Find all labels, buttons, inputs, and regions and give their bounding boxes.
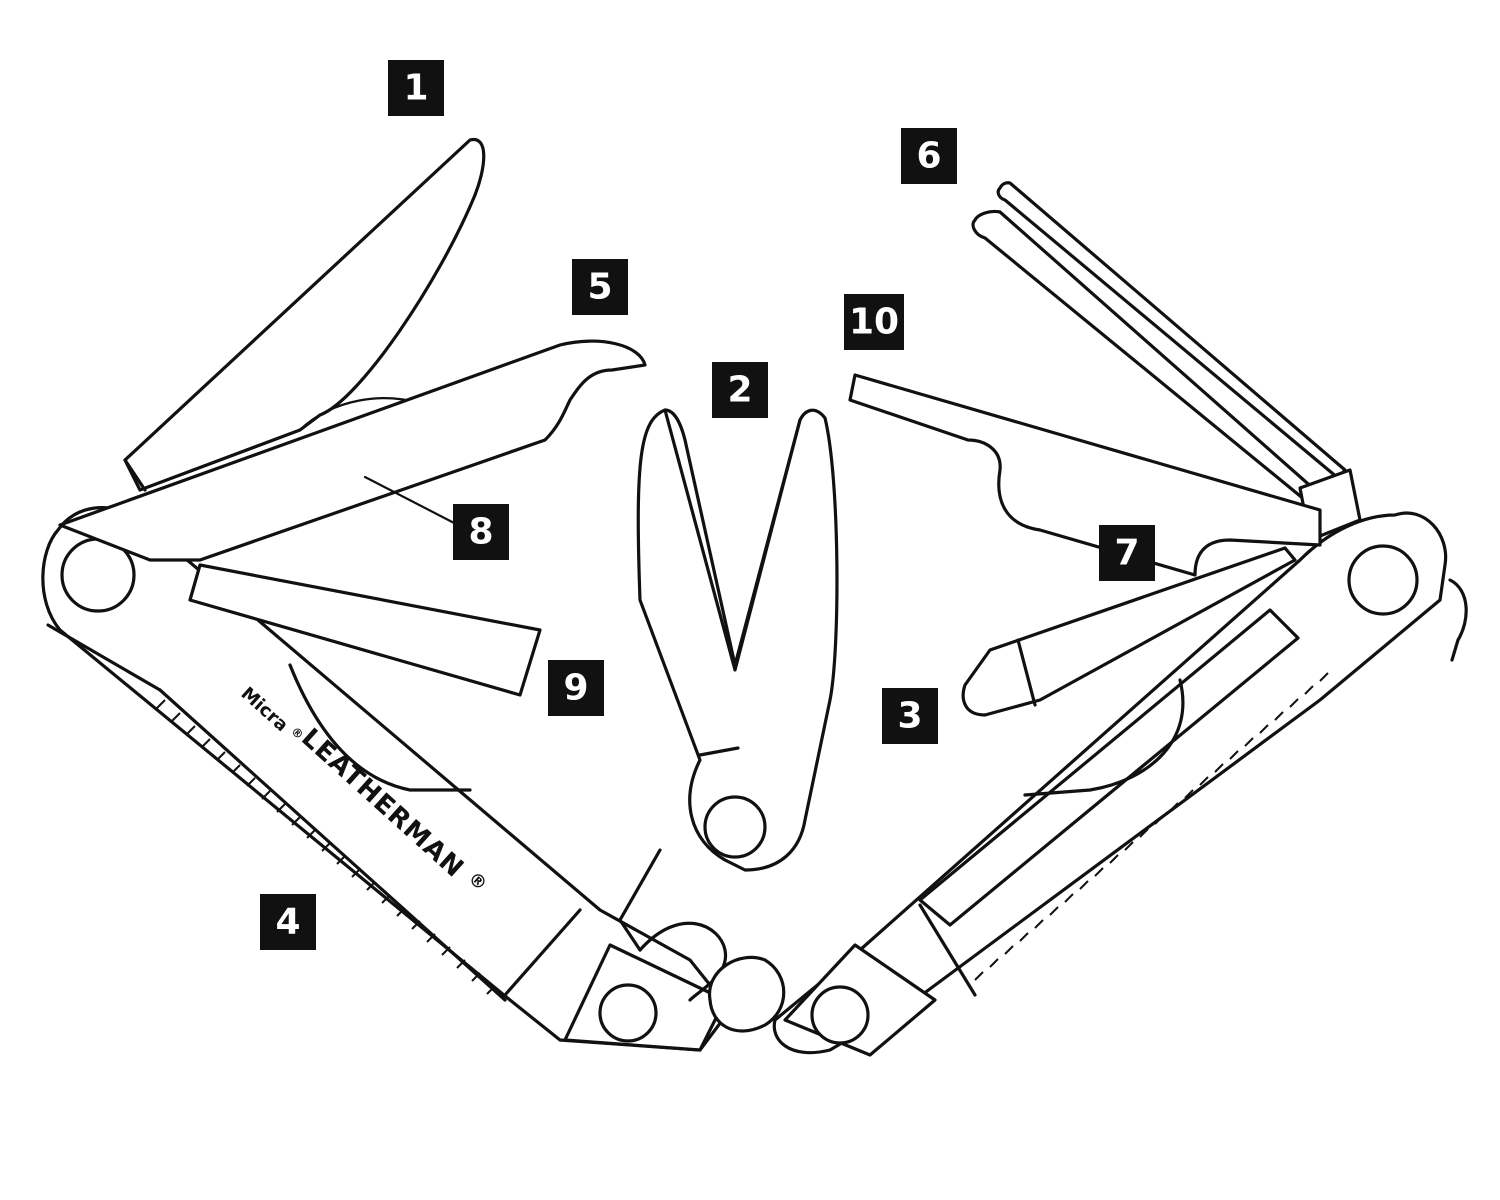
callout-8-leader [363, 475, 460, 527]
callout-9-label: 9 [563, 668, 588, 709]
callout-10: 10 [844, 294, 904, 350]
phillips-screwdriver-tool [961, 546, 1297, 717]
callout-8: 8 [453, 504, 509, 560]
callout-3-label: 3 [897, 696, 922, 737]
left-handle: LEATHERMAN ® Micra ® [41, 506, 732, 1052]
callout-3: 3 [882, 688, 938, 744]
callout-1-label: 1 [403, 68, 428, 109]
scissors [618, 408, 839, 1033]
callout-5: 5 [572, 259, 628, 315]
callout-6-label: 6 [916, 136, 941, 177]
bottle-opener-tool [58, 339, 647, 562]
scissors-pivot [703, 795, 767, 859]
tweezers [971, 181, 1362, 542]
left-bottom-pivot [598, 983, 658, 1043]
callout-5-label: 5 [587, 267, 612, 308]
left-blade-hub [288, 663, 472, 792]
flat-screwdriver-tool [848, 373, 1322, 577]
left-ruler-ticks [156, 699, 496, 995]
callout-2-label: 2 [727, 370, 752, 411]
callout-10-label: 10 [849, 302, 899, 343]
callout-4-label: 4 [275, 902, 300, 943]
callout-7-label: 7 [1114, 533, 1139, 574]
callout-9: 9 [548, 660, 604, 716]
callout-1: 1 [388, 60, 444, 116]
right-file-teeth [974, 672, 1329, 981]
callout-8-label: 8 [468, 512, 493, 553]
callout-7: 7 [1099, 525, 1155, 581]
right-handle [772, 511, 1468, 1057]
callout-2: 2 [712, 362, 768, 418]
nail-file-tool [188, 563, 542, 697]
right-pivot [1347, 544, 1419, 616]
callout-6: 6 [901, 128, 957, 184]
callout-4: 4 [260, 894, 316, 950]
right-blade-hub [1023, 678, 1185, 797]
right-bottom-pivot [810, 985, 870, 1045]
